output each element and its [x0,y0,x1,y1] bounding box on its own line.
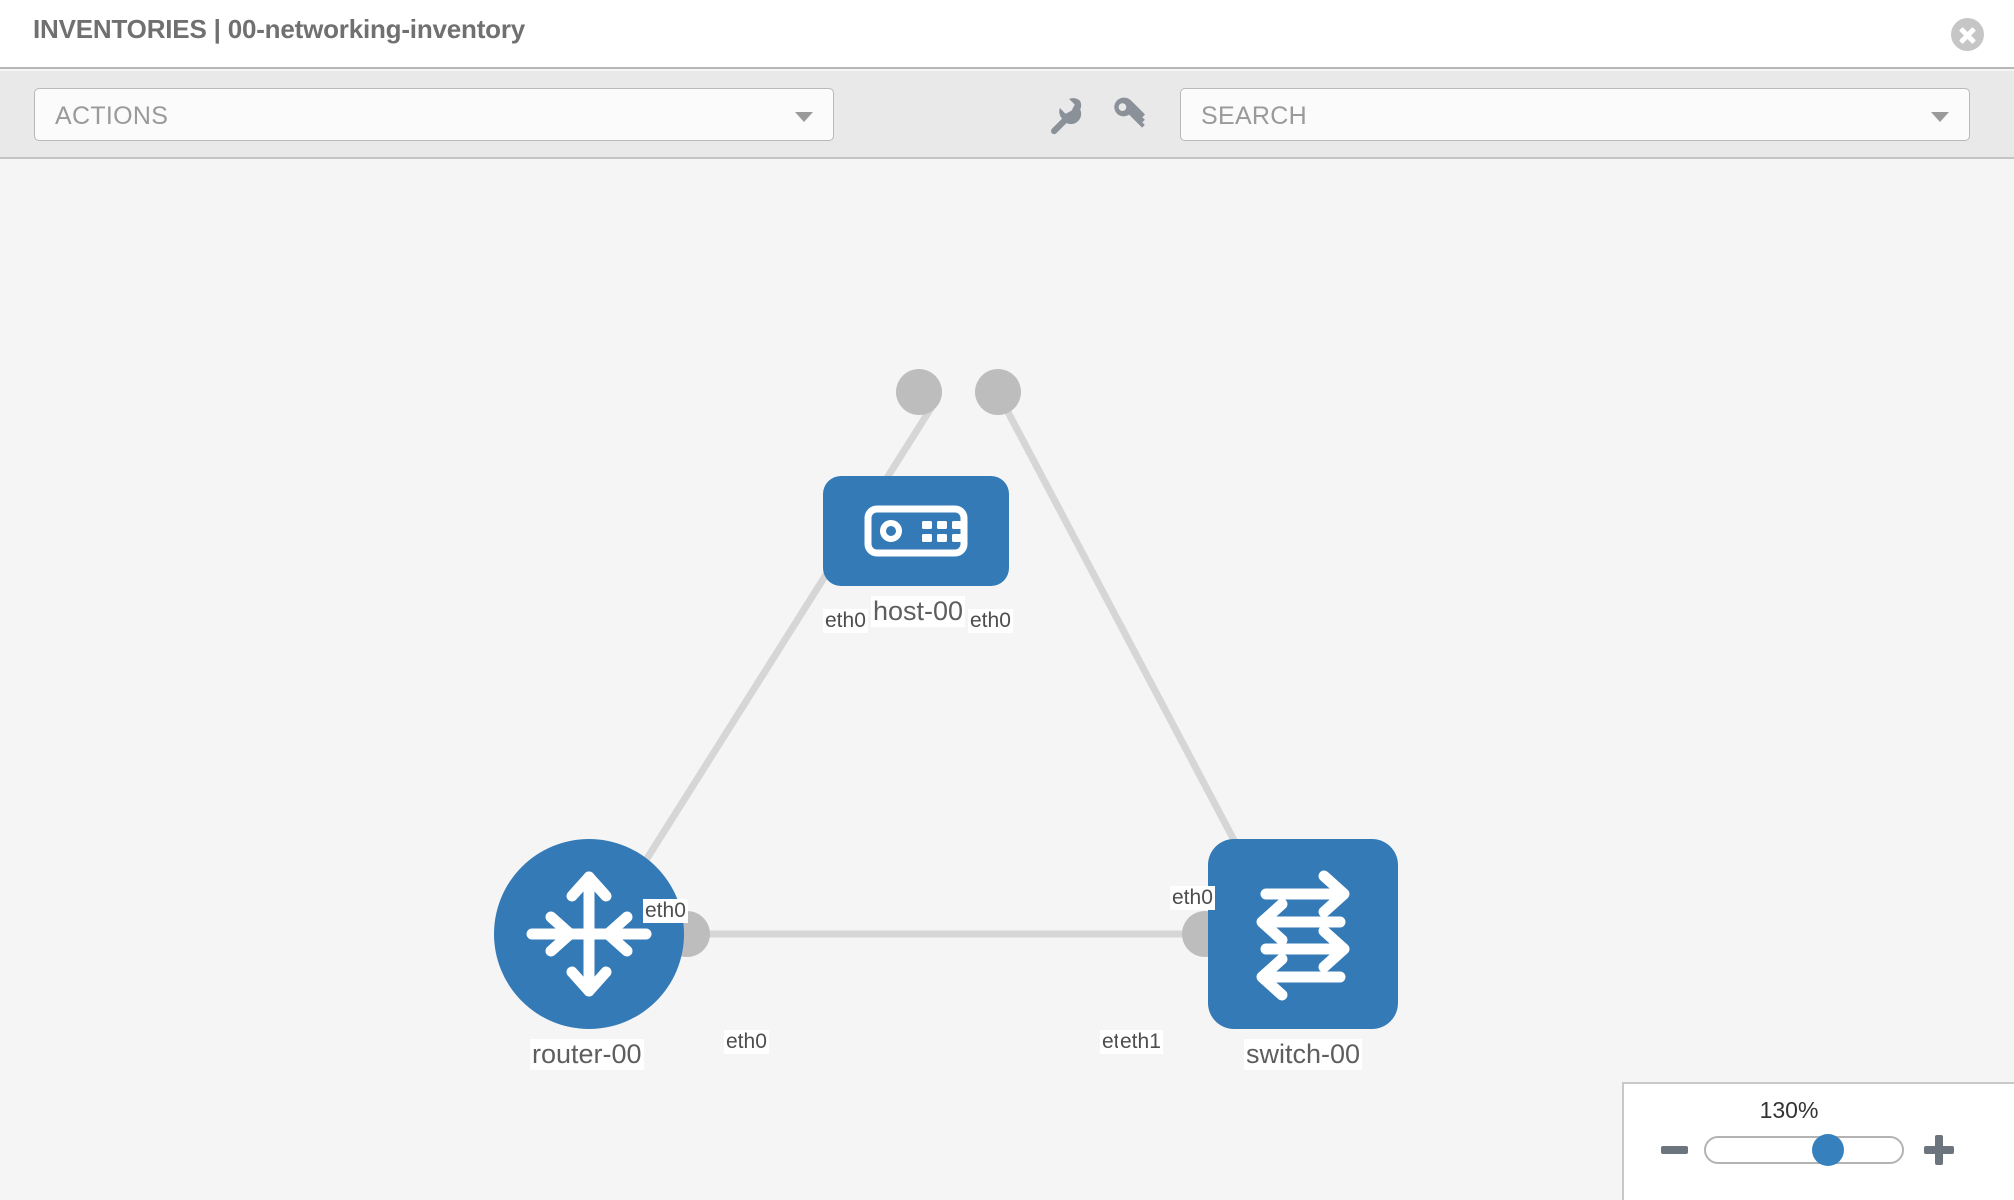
zoom-slider-thumb[interactable] [1811,1134,1844,1166]
iface-label-switch-up: eth0 [1170,886,1215,910]
page-title: INVENTORIES | 00-networking-inventory [33,14,526,44]
host-node-shape[interactable] [823,476,1009,586]
node-label-switch-00: switch-00 [1244,1039,1363,1070]
router-arrows-icon [526,871,652,997]
chevron-down-icon [1931,112,1949,122]
iface-label-switch-left: eth1 [1118,1030,1163,1054]
topology-edges [633,395,1249,938]
chevron-down-icon [795,112,813,122]
iface-label-host-right: eth0 [968,609,1013,633]
switch-arrows-icon [1256,870,1350,1001]
iface-label-router-up: eth0 [643,899,688,923]
actions-dropdown-label: ACTIONS [55,102,169,130]
wrench-icon-svg [1051,98,1082,135]
edge-host-router [633,395,941,878]
key-icon[interactable] [1110,93,1154,137]
key-icon-svg [1114,97,1146,128]
zoom-in-button[interactable] [1924,1135,1954,1165]
zoom-out-button[interactable] [1661,1146,1688,1154]
connector-host-right [975,369,1021,415]
server-icon [864,505,968,557]
search-input[interactable]: SEARCH [1180,88,1970,141]
zoom-level-value: 130% [1759,1097,1819,1123]
connector-host-left [896,369,942,415]
topology-canvas[interactable]: host-00 router-00 [0,161,2014,1200]
close-icon[interactable] [1951,18,1984,51]
router-node-shape[interactable] [494,839,684,1029]
iface-label-host-left: eth0 [823,609,868,633]
wrench-icon[interactable] [1043,93,1087,137]
iface-label-router-right: eth0 [724,1030,769,1054]
zoom-slider[interactable] [1704,1134,1904,1166]
toolbar: ACTIONS SEARCH [0,71,2014,159]
edge-host-switch [996,395,1249,863]
zoom-control-panel: 130% [1622,1082,2014,1200]
actions-dropdown[interactable]: ACTIONS [34,88,834,141]
node-label-router-00: router-00 [530,1039,644,1070]
page-header: INVENTORIES | 00-networking-inventory [0,0,2014,69]
search-placeholder: SEARCH [1201,102,1307,130]
node-label-host-00: host-00 [871,596,966,627]
switch-node-shape[interactable] [1208,839,1398,1029]
